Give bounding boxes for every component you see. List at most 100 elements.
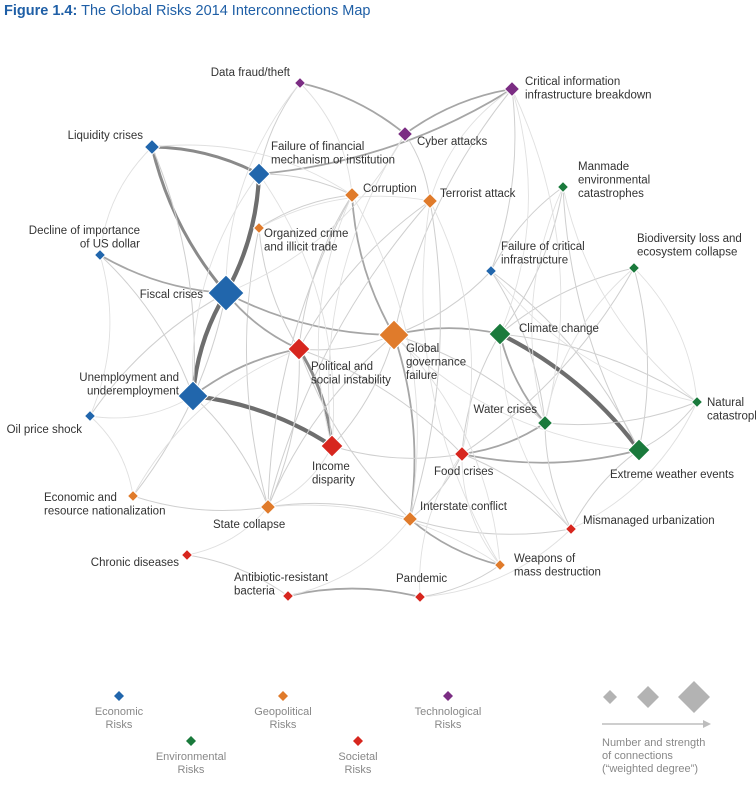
risk-node-food-crises[interactable]: Food crises: [434, 445, 494, 479]
risk-label-line: Climate change: [519, 323, 599, 335]
risk-node-water-crises[interactable]: Water crises: [474, 404, 554, 432]
edge-state-collapse-weapons-md: [267, 504, 501, 566]
risk-label-line: Corruption: [363, 183, 417, 195]
risk-node-cyber-attacks[interactable]: Cyber attacks: [396, 125, 488, 149]
risk-node-natural-catastrophes[interactable]: Natural catastrophes: [690, 395, 756, 423]
edge-unemployment-state-collapse: [192, 395, 269, 508]
societal-risk-diamond-icon: [287, 337, 311, 361]
edge-water-crises-food-crises: [461, 422, 546, 455]
edge-global-governance-interstate-conflict: [393, 334, 416, 520]
edge-econ-nationalization-political-instability: [132, 348, 300, 497]
edge-cyber-attacks-data-fraud: [299, 82, 406, 135]
risk-node-corruption[interactable]: Corruption: [343, 183, 417, 204]
risk-label-line: catastrophes: [707, 411, 756, 423]
societal-risk-diamond-icon: [320, 434, 344, 458]
figure-number: Figure 1.4:: [4, 3, 78, 19]
edge-biodiversity-extreme-weather: [633, 267, 649, 451]
edge-critical-infra-water-crises: [490, 270, 546, 424]
legend-label: Economic: [95, 706, 144, 718]
edge-food-crises-extreme-weather: [461, 449, 640, 464]
risk-label-line: Global: [406, 343, 439, 355]
edge-liquidity-crises-fiscal-crises: [150, 145, 228, 295]
edge-financial-failure-fiscal-crises: [223, 171, 262, 296]
edge-political-instability-interstate-conflict: [298, 348, 411, 520]
risk-node-data-fraud[interactable]: Data fraud/theft: [211, 67, 307, 90]
risk-label-line: Natural: [707, 397, 744, 409]
edge-organized-crime-corruption: [258, 194, 353, 229]
edge-us-dollar-oil-price: [89, 254, 111, 417]
legend-label: Societal: [338, 751, 377, 763]
risk-node-state-collapse[interactable]: State collapse: [213, 498, 285, 532]
edge-cii-breakdown-water-crises: [511, 88, 562, 424]
societal-risk-diamond-icon: [564, 522, 578, 536]
risk-node-mismanaged-urban[interactable]: Mismanaged urbanization: [564, 515, 715, 536]
edge-climate-change-water-crises: [499, 333, 546, 424]
risk-label-line: Chronic diseases: [91, 557, 179, 569]
risk-label-line: underemployment: [87, 386, 180, 398]
geopolitical-risk-diamond-icon: [378, 319, 410, 351]
risk-label-line: catastrophes: [578, 188, 644, 200]
risk-label-line: Terrorist attack: [440, 188, 516, 200]
risk-node-liquidity-crises[interactable]: Liquidity crises: [68, 130, 161, 156]
risk-node-extreme-weather[interactable]: Extreme weather events: [610, 438, 734, 481]
geopolitical-risk-diamond-icon: [252, 221, 266, 235]
technological-risk-diamond-icon: [293, 76, 307, 90]
edge-organized-crime-political-instability: [258, 227, 300, 350]
risk-node-fiscal-crises[interactable]: Fiscal crises: [140, 274, 245, 312]
risk-node-interstate-conflict[interactable]: Interstate conflict: [401, 501, 508, 528]
edge-unemployment-political-instability: [192, 348, 300, 397]
risk-label-line: Water crises: [474, 404, 538, 416]
geopolitical-risk-diamond-icon: [126, 489, 140, 503]
geopolitical-risk-diamond-icon: [259, 498, 277, 516]
edge-terrorist-attack-food-crises: [429, 200, 472, 455]
economic-risk-diamond-icon: [143, 138, 161, 156]
risk-node-climate-change[interactable]: Climate change: [488, 322, 599, 346]
risk-node-pandemic[interactable]: Pandemic: [396, 573, 447, 604]
risk-label-interstate-conflict: Interstate conflict: [420, 501, 508, 513]
risk-label-line: failure: [406, 370, 437, 382]
edge-global-governance-extreme-weather: [393, 334, 640, 451]
edge-data-fraud-corruption: [299, 82, 353, 196]
edge-financial-failure-unemployment: [191, 173, 260, 397]
risk-node-chronic-diseases[interactable]: Chronic diseases: [91, 548, 194, 570]
risk-label-line: Data fraud/theft: [211, 67, 291, 79]
risk-label-mismanaged-urban: Mismanaged urbanization: [583, 515, 715, 527]
risk-label-line: mass destruction: [514, 567, 601, 579]
risk-label-corruption: Corruption: [363, 183, 417, 195]
risk-label-data-fraud: Data fraud/theft: [211, 67, 291, 79]
edge-food-crises-interstate-conflict: [409, 453, 463, 520]
technological-legend-diamond-icon: [443, 691, 453, 701]
edge-layer: [89, 82, 698, 598]
edge-biodiversity-climate-change: [499, 267, 635, 335]
edge-cii-breakdown-global-governance: [393, 88, 513, 336]
risk-node-terrorist-attack[interactable]: Terrorist attack: [421, 188, 516, 210]
risk-label-line: resource nationalization: [44, 506, 165, 518]
risk-node-oil-price[interactable]: Oil price shock: [7, 409, 97, 437]
risk-label-line: Oil price shock: [7, 424, 83, 436]
edge-manmade-env-natural-catastrophes: [562, 186, 698, 403]
edge-cii-breakdown-terrorist-attack: [429, 88, 513, 202]
edge-liquidity-crises-unemployment: [151, 146, 195, 397]
edge-global-governance-water-crises: [393, 334, 546, 424]
edge-liquidity-crises-corruption: [151, 144, 353, 196]
